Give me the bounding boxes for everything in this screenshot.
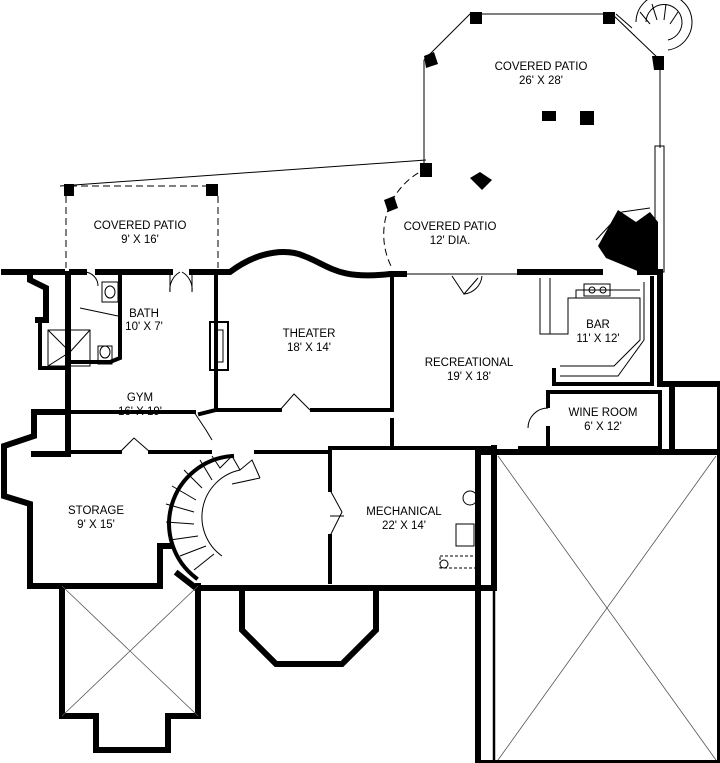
- room-size: 16' X 19': [118, 406, 162, 418]
- room-name: THEATER: [283, 328, 336, 340]
- room-name: MECHANICAL: [366, 506, 442, 518]
- room-size: 12' DIA.: [430, 235, 471, 247]
- room-covered-patio-large: COVERED PATIO 26' X 28': [495, 61, 588, 87]
- patio-side-wall: [595, 145, 665, 273]
- room-size: 10' X 7': [125, 321, 163, 333]
- room-name: COVERED PATIO: [94, 220, 187, 232]
- room-storage: STORAGE 9' X 15': [68, 505, 124, 531]
- mechanical-equipment: [439, 490, 481, 569]
- covered-patio-large-outline: [420, 12, 664, 190]
- room-covered-patio-left: COVERED PATIO 9' X 16': [94, 220, 187, 246]
- room-theater: THEATER 18' X 14': [283, 328, 336, 354]
- room-name: COVERED PATIO: [404, 221, 497, 233]
- storage-tower: [59, 583, 201, 753]
- room-size: 26' X 28': [519, 75, 563, 87]
- room-mechanical: MECHANICAL 22' X 14': [366, 506, 442, 532]
- room-size: 11' X 12': [576, 333, 619, 345]
- room-name: BATH: [129, 308, 159, 320]
- room-size: 9' X 16': [121, 234, 159, 246]
- room-covered-patio-round: COVERED PATIO 12' DIA.: [404, 221, 497, 247]
- room-name: COVERED PATIO: [495, 61, 588, 73]
- room-name: WINE ROOM: [569, 407, 638, 419]
- room-size: 9' X 15': [77, 519, 115, 531]
- room-size: 18' X 14': [287, 342, 331, 354]
- room-name: RECREATIONAL: [425, 357, 514, 369]
- bottom-bay: [239, 585, 379, 667]
- covered-patio-left-outline: [59, 159, 427, 268]
- spiral-stair-exterior: [635, 0, 693, 51]
- room-wine-room: WINE ROOM 6' X 12': [569, 407, 638, 433]
- covered-patio-round-outline: [383, 167, 429, 269]
- room-name: BAR: [586, 319, 610, 331]
- room-size: 6' X 12': [584, 421, 622, 433]
- room-size: 22' X 14': [382, 520, 426, 532]
- room-recreational: RECREATIONAL 19' X 18': [425, 357, 514, 383]
- unexcavated-area: [475, 449, 720, 763]
- room-name: GYM: [127, 392, 153, 404]
- room-gym: GYM 16' X 19': [118, 392, 162, 418]
- room-bar: BAR 11' X 12': [576, 319, 619, 345]
- room-name: STORAGE: [68, 505, 124, 517]
- room-bath: BATH 10' X 7': [125, 308, 163, 333]
- interior-walls: [38, 270, 720, 584]
- curved-staircase: [165, 453, 261, 581]
- room-size: 19' X 18': [447, 371, 491, 383]
- doors: [83, 271, 520, 537]
